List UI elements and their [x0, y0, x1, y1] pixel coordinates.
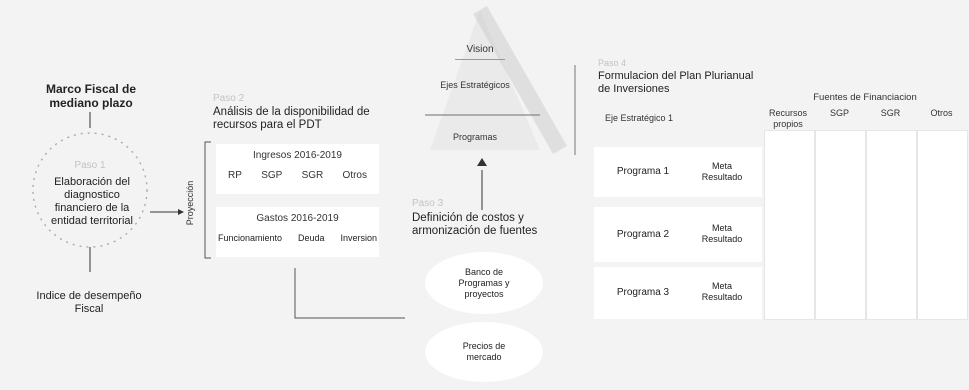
- programa-cell: Programa 1: [616, 166, 670, 177]
- fuente-header: Otros: [930, 108, 953, 118]
- ingresos-item: RP: [228, 170, 242, 181]
- fuente-column: [764, 130, 815, 320]
- meta-cell: Meta Resultado: [701, 223, 743, 244]
- banco-circle: Banco de Programas y proyectos: [425, 252, 543, 314]
- ingresos-items: RP SGP SGR Otros: [216, 161, 379, 181]
- paso4-label: Paso 4: [598, 58, 627, 68]
- gastos-item: Deuda: [297, 233, 325, 243]
- gastos-title: Gastos 2016-2019: [256, 213, 339, 224]
- ingresos-box: Ingresos 2016-2019 RP SGP SGR Otros: [216, 144, 379, 194]
- paso3-label: Paso 3: [412, 198, 444, 209]
- indice-label: Indice de desempeño Fiscal: [36, 290, 142, 315]
- elaboracion-label: Elaboración del diagnostico financiero d…: [51, 176, 133, 227]
- ingresos-item: Otros: [342, 170, 367, 181]
- fuentes-headers: Recursos propios SGP SGR Otros: [762, 108, 967, 130]
- fuente-header: SGR: [880, 108, 901, 118]
- fuentes-title: Fuentes de Financiacion: [813, 92, 917, 103]
- fuente-header: Recursos propios: [768, 108, 807, 129]
- ingresos-title: Ingresos 2016-2019: [253, 150, 342, 161]
- meta-cell: Meta Resultado: [701, 281, 743, 302]
- ingresos-item: SGP: [261, 170, 283, 181]
- programa-cell: Programa 2: [616, 229, 670, 240]
- banco-label: Banco de Programas y proyectos: [458, 266, 510, 299]
- paso2-label: Paso 2: [213, 93, 245, 104]
- proyeccion-label: Proyección: [185, 180, 195, 226]
- pyramid-vision: Vision: [466, 44, 494, 55]
- gastos-box: Gastos 2016-2019 Funcionamiento Deuda In…: [216, 207, 379, 257]
- gastos-item: Inversion: [340, 233, 377, 243]
- ingresos-item: SGR: [301, 170, 324, 181]
- precios-circle: Precios de mercado: [425, 322, 543, 382]
- paso2-title: Análisis de la disponibilidad de recurso…: [213, 106, 370, 131]
- paso4-title: Formulacion del Plan Plurianual de Inver…: [598, 70, 754, 95]
- marco-fiscal-label: Marco Fiscal de mediano plazo: [45, 82, 137, 110]
- vision-underline: [455, 59, 505, 60]
- fuentes-grid: [764, 130, 968, 320]
- fuente-column: [815, 130, 866, 320]
- fuente-header: SGP: [829, 108, 849, 118]
- gastos-item: Funcionamiento: [218, 233, 283, 243]
- table-row: Programa 2 Meta Resultado: [594, 207, 762, 262]
- fuente-column: [866, 130, 917, 320]
- eje-label: Eje Estratégico 1: [604, 113, 674, 123]
- table-row: Programa 3 Meta Resultado: [594, 267, 762, 319]
- fuente-column: [917, 130, 968, 320]
- paso1-label: Paso 1: [74, 160, 106, 171]
- gastos-items: Funcionamiento Deuda Inversion: [216, 224, 379, 243]
- table-row: Programa 1 Meta Resultado: [594, 147, 762, 197]
- meta-cell: Meta Resultado: [701, 161, 743, 182]
- paso3-title: Definición de costos y armonización de f…: [412, 212, 538, 237]
- pyramid-programas: Programas: [452, 132, 497, 142]
- programa-cell: Programa 3: [616, 287, 670, 298]
- pyramid-ejes: Ejes Estratégicos: [440, 80, 510, 90]
- precios-label: Precios de mercado: [462, 341, 506, 362]
- paso1-dotted-circle: [32, 132, 148, 248]
